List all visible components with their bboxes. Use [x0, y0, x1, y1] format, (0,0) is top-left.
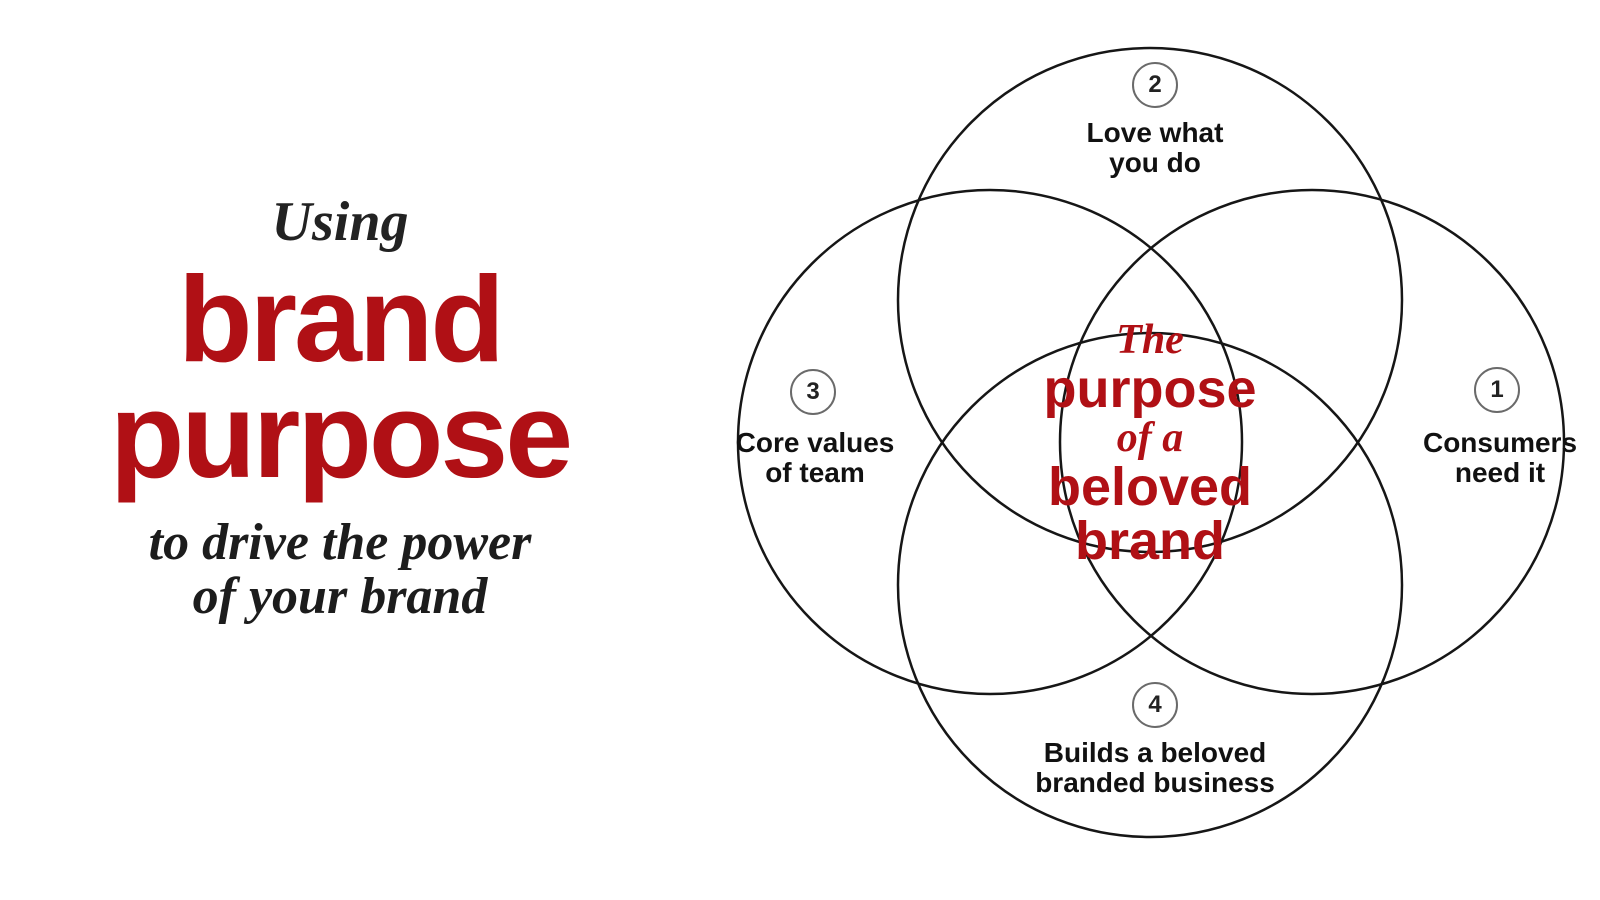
node-label-right: Consumers need it	[1422, 427, 1578, 489]
center-line-of-a: of a	[1116, 415, 1184, 462]
title-word-brand: brand	[178, 251, 505, 387]
center-text: The purpose of a beloved brand	[1000, 318, 1300, 568]
subtitle-line2: of your brand	[192, 568, 488, 626]
badge-2: 2	[1132, 62, 1178, 108]
node-label-right-line2: need it	[1454, 457, 1546, 489]
node-label-top: Love what you do	[1086, 117, 1224, 179]
center-line-beloved: beloved	[1047, 457, 1253, 518]
center-line-purpose: purpose	[1043, 359, 1257, 420]
node-label-top-line2: you do	[1109, 147, 1201, 179]
badge-3-number: 3	[806, 378, 820, 405]
badge-1: 1	[1474, 367, 1520, 413]
node-label-left-line1: Core values	[735, 427, 895, 458]
title-word-purpose: purpose	[109, 366, 573, 503]
badge-1-number: 1	[1490, 376, 1504, 403]
node-label-right-line1: Consumers	[1422, 427, 1578, 458]
badge-4: 4	[1132, 682, 1178, 728]
badge-3: 3	[790, 369, 836, 415]
node-label-bottom-line2: branded business	[1035, 767, 1275, 799]
subtitle-line1: to drive the power	[148, 513, 532, 571]
venn-circle-left	[736, 188, 1244, 696]
node-label-bottom: Builds a beloved branded business	[1035, 737, 1275, 799]
node-label-left: Core values of team	[735, 427, 895, 489]
title-pre: Using	[271, 191, 409, 253]
badge-2-number: 2	[1148, 71, 1162, 98]
title-block: Using brand purpose to drive the power o…	[10, 190, 670, 625]
venn-circle-top	[896, 46, 1404, 554]
badge-4-number: 4	[1148, 691, 1162, 718]
node-label-bottom-line1: Builds a beloved	[1043, 737, 1267, 768]
venn-circle-bottom	[896, 331, 1404, 839]
node-label-top-line1: Love what	[1086, 117, 1224, 148]
center-line-brand: brand	[1074, 511, 1225, 572]
center-line-the: The	[1116, 317, 1184, 363]
venn-circle-right	[1058, 188, 1566, 696]
node-label-left-line2: of team	[765, 457, 865, 489]
